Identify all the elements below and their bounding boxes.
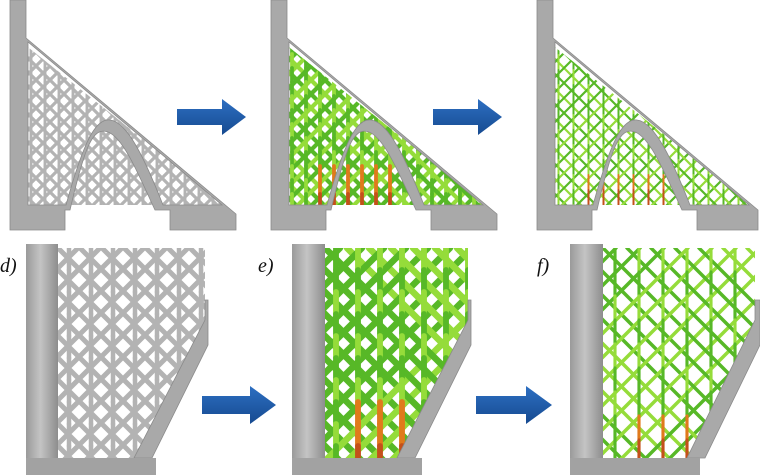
- lattice-strut: [58, 248, 205, 458]
- lattice-strut: [603, 248, 755, 458]
- lattice-strut: [690, 44, 752, 205]
- lattice-strut: [325, 248, 468, 458]
- panel-e-column: [292, 244, 325, 475]
- lattice-strut: [285, 44, 326, 205]
- lattice-strut: [675, 44, 752, 205]
- lattice-strut: [603, 248, 755, 458]
- lattice-strut: [24, 44, 126, 205]
- lattice-strut: [603, 248, 738, 458]
- lattice-strut: [58, 248, 147, 458]
- lattice-strut: [603, 248, 649, 458]
- lattice-strut: [77, 248, 205, 458]
- lattice-strut: [24, 44, 84, 205]
- label-d: d): [0, 255, 17, 277]
- lattice-strut: [99, 248, 205, 458]
- lattice-strut: [121, 248, 205, 458]
- lattice-strut: [165, 248, 205, 458]
- lattice-strut: [285, 44, 340, 205]
- panel-e-base: [292, 458, 422, 475]
- lattice-strut: [58, 248, 205, 458]
- panel-f-strut: [686, 299, 760, 459]
- lattice-strut: [603, 248, 755, 458]
- lattice-strut: [24, 44, 64, 205]
- lattice-strut: [603, 248, 673, 458]
- lattice-strut: [603, 248, 690, 458]
- lattice-strut: [285, 44, 388, 205]
- arrow-e-to-f: [476, 386, 552, 424]
- lattice-strut: [618, 248, 755, 458]
- lattice-strut: [58, 248, 205, 458]
- arrow-d-to-e: [202, 386, 276, 424]
- lattice-strut: [285, 44, 332, 205]
- lattice-strut: [366, 248, 468, 458]
- lattice-strut: [285, 44, 346, 205]
- lattice-strut: [325, 248, 454, 458]
- panel-d-base: [26, 458, 156, 475]
- lattice-strut: [58, 248, 191, 458]
- lattice-strut: [325, 248, 410, 458]
- lattice-strut: [603, 248, 721, 458]
- lattice-strut: [551, 44, 609, 205]
- lattice-strut: [24, 44, 70, 205]
- lattice-strut: [750, 44, 752, 205]
- lattice-strut: [735, 44, 752, 205]
- lattice-strut: [24, 44, 154, 205]
- lattice-strut: [285, 44, 416, 205]
- lattice-strut: [24, 44, 98, 205]
- lattice-strut: [61, 248, 205, 458]
- lattice-strut: [325, 248, 468, 458]
- panel-f: f): [537, 244, 760, 475]
- label-e: e): [258, 255, 274, 277]
- lattice-strut: [325, 248, 431, 458]
- lattice-strut: [603, 248, 666, 458]
- lattice-strut: [58, 248, 169, 458]
- panel-e: e): [258, 244, 472, 475]
- panel-c-frame: [536, 0, 759, 231]
- lattice-strut: [58, 248, 185, 458]
- lattice-strut: [24, 44, 140, 205]
- lattice-strut: [285, 44, 360, 205]
- arrow-b-to-c: [433, 99, 502, 135]
- panel-a-frame: [9, 0, 237, 231]
- lattice-strut: [729, 44, 752, 205]
- lattice-strut: [325, 248, 409, 458]
- panel-c-lattice: [551, 44, 752, 205]
- arrow-a-to-b: [177, 99, 246, 135]
- label-f: f): [537, 255, 550, 277]
- lattice-strut: [705, 44, 752, 205]
- lattice-strut: [325, 248, 432, 458]
- lattice-strut: [58, 248, 125, 458]
- lattice-strut: [551, 44, 594, 205]
- lattice-strut: [58, 248, 205, 458]
- lattice-strut: [603, 248, 714, 458]
- lattice-strut: [325, 248, 388, 458]
- panel-f-base: [570, 458, 700, 475]
- lattice-strut: [325, 248, 366, 458]
- lattice-strut: [669, 44, 752, 205]
- lattice-strut: [58, 248, 103, 458]
- lattice-strut: [285, 44, 402, 205]
- lattice-strut: [325, 248, 365, 458]
- lattice-strut: [603, 248, 697, 458]
- lattice-strut: [603, 248, 642, 458]
- lattice-strut: [744, 44, 752, 205]
- panel-d-column: [26, 244, 58, 475]
- panel-d: d): [0, 244, 209, 475]
- panel-f-column: [570, 244, 603, 475]
- lattice-strut: [143, 248, 205, 458]
- panel-b-frame: [270, 0, 498, 231]
- lattice-strut: [58, 248, 205, 458]
- lattice-strut: [24, 44, 78, 205]
- lattice-strut: [325, 248, 387, 458]
